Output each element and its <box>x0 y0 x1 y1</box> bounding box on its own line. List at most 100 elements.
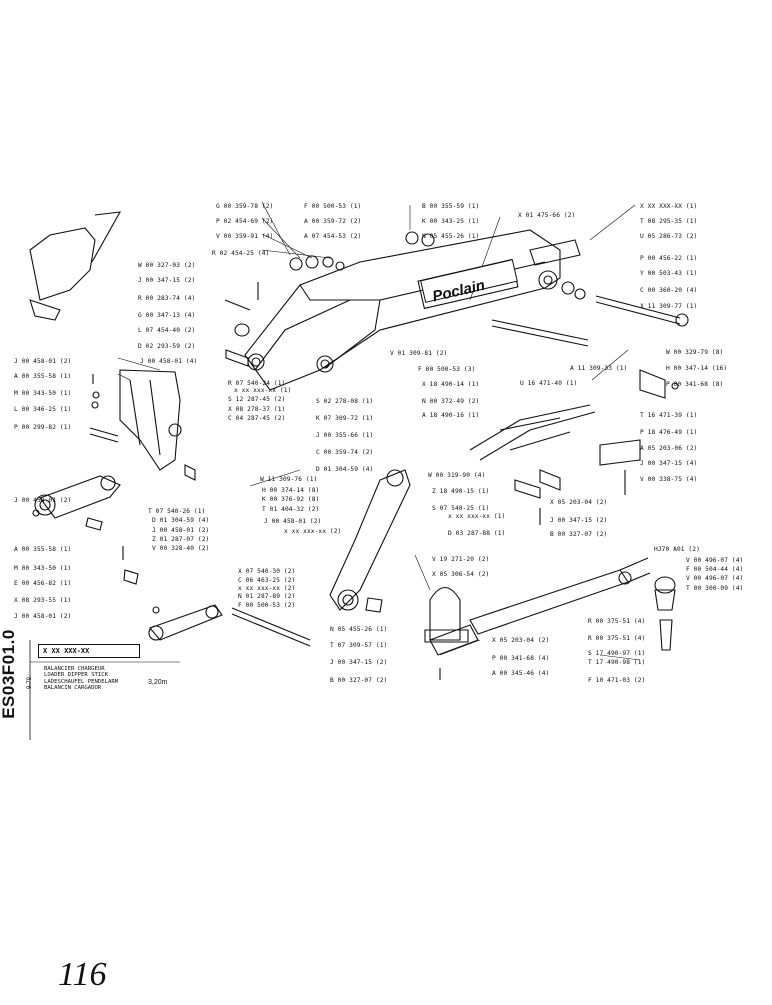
part-label: x xx xxx-xx (1) <box>234 387 292 394</box>
part-label: B 00 355-59 (1) <box>422 203 480 210</box>
part-label: F 10 471-03 (2) <box>588 677 646 684</box>
part-label: x xx xxx-xx (2) <box>238 585 296 592</box>
part-label: T 07 540-26 (1) <box>148 508 206 515</box>
link-arm-left <box>32 475 121 531</box>
dipper-stick-beam <box>244 229 561 391</box>
part-label: W 00 329-79 (8) <box>666 349 724 356</box>
link-lower-left <box>123 569 311 647</box>
part-label: K 00 376-92 (8) <box>262 496 320 503</box>
part-label: J 00 347-15 (2) <box>330 659 388 666</box>
part-label: J 00 347-15 (4) <box>640 460 698 467</box>
part-label: F 00 500-53 (2) <box>238 602 296 609</box>
part-label: X 05 203-04 (2) <box>492 637 550 644</box>
part-label: W 00 327-03 (2) <box>138 262 196 269</box>
part-label: B 00 327-07 (2) <box>330 677 388 684</box>
part-label: A 00 345-46 (4) <box>492 670 550 677</box>
part-label: V 01 309-81 (2) <box>390 350 448 357</box>
part-label: P 02 454-69 (2) <box>216 218 274 225</box>
part-label: V 00 496-07 (4) <box>686 557 744 564</box>
part-label: W 00 319-90 (4) <box>428 472 486 479</box>
reference-code: HJ70 A01 (2) <box>654 546 700 553</box>
part-label: E 00 456-82 (1) <box>14 580 72 587</box>
part-label: X 11 309-77 (1) <box>640 303 698 310</box>
part-label: J 00 458-01 (2) <box>14 613 72 620</box>
part-label: T 01 404-32 (2) <box>262 506 320 513</box>
part-label: D 02 293-59 (2) <box>138 343 196 350</box>
size-label: 3,20m <box>148 679 168 686</box>
part-label: P 18 476-49 (1) <box>640 429 698 436</box>
part-label: S 17 490-97 (1) <box>588 650 646 657</box>
part-label: K 00 343-25 (1) <box>422 218 480 225</box>
part-label: J 00 347-15 (2) <box>550 517 608 524</box>
part-label: X XX XXX-XX (1) <box>640 203 698 210</box>
part-label: Z 18 490-15 (1) <box>432 488 490 495</box>
part-label: A 00 355-58 (1) <box>14 546 72 553</box>
part-label: J 00 458-01 (4) <box>140 358 198 365</box>
part-label: F 00 504-44 (4) <box>686 566 744 573</box>
part-label: V 00 359-91 (4) <box>216 233 274 240</box>
part-label: F 00 500-53 (3) <box>418 366 476 373</box>
title-de: LADESCHAUFEL PENDELARM <box>44 678 119 685</box>
part-label: P 00 341-68 (4) <box>492 655 550 662</box>
hose-lines <box>469 404 641 499</box>
part-label: C 06 463-25 (2) <box>238 577 296 584</box>
part-label: H 00 347-14 (16) <box>666 365 728 372</box>
part-label: x xx xxx-xx (2) <box>284 528 342 535</box>
part-label: N 01 287-89 (2) <box>238 593 296 600</box>
part-label: H 00 374-14 (8) <box>262 487 320 494</box>
part-label: Z 01 287-07 (2) <box>152 536 210 543</box>
u-clamp <box>424 586 469 643</box>
part-label: J 00 347-15 (2) <box>138 277 196 284</box>
part-label: A 00 359-72 (2) <box>304 218 362 225</box>
part-label: K 07 309-72 (1) <box>316 415 374 422</box>
page-number: 116 <box>58 956 107 993</box>
part-label: V 00 338-75 (4) <box>640 476 698 483</box>
part-label: U 05 286-73 (2) <box>640 233 698 240</box>
part-label: T 07 309-57 (1) <box>330 642 388 649</box>
part-label: G 00 347-13 (4) <box>138 312 196 319</box>
part-label: R 00 283-74 (4) <box>138 295 196 302</box>
part-label: J 00 458-01 (2) <box>264 518 322 525</box>
part-reference-box: X XX XXX-XX <box>38 644 140 658</box>
part-label: J 00 458-01 (2) <box>14 358 72 365</box>
valve-right <box>654 576 676 651</box>
pin-group-right <box>491 239 689 399</box>
part-label: T 16 471-39 (1) <box>640 412 698 419</box>
part-label: J 00 458-01 (2) <box>152 527 210 534</box>
part-label: L 00 346-25 (1) <box>14 406 72 413</box>
part-label: D 03 287-88 (1) <box>448 530 506 537</box>
part-label: C 04 287-45 (2) <box>228 415 286 422</box>
part-label: W 11 309-76 (1) <box>260 476 318 483</box>
part-label: V 19 271-20 (2) <box>432 556 490 563</box>
part-label: F 00 500-53 (1) <box>304 203 362 210</box>
part-label: R 07 540-24 (1) <box>228 380 286 387</box>
part-label: R 00 375-51 (4) <box>588 635 646 642</box>
part-label: V 00 496-07 (4) <box>686 575 744 582</box>
part-label: X 08 278-37 (1) <box>228 406 286 413</box>
part-label: J 00 458-01 (2) <box>14 497 72 504</box>
part-label: R 02 454-25 (4) <box>212 250 270 257</box>
part-label: A 07 454-53 (2) <box>304 233 362 240</box>
part-label: P 00 299-82 (1) <box>14 424 72 431</box>
part-label: A 00 355-58 (1) <box>14 373 72 380</box>
leader-lines <box>117 201 641 661</box>
part-label: P 00 456-22 (1) <box>640 255 698 262</box>
part-label: J 00 355-66 (1) <box>316 432 374 439</box>
part-label: N 05 455-26 (1) <box>330 626 388 633</box>
part-label: X 05 306-54 (2) <box>432 571 490 578</box>
document-code: ES03F01.0 <box>0 629 18 719</box>
title-lines: BALANCIER CHARGEUR LOADER DIPPER STICK L… <box>44 666 118 692</box>
part-label: T 08 295-35 (1) <box>640 218 698 225</box>
part-label: T 17 490-98 (1) <box>588 659 646 666</box>
part-label: x xx xxx-xx (1) <box>448 513 506 520</box>
part-label: S 02 278-08 (1) <box>316 398 374 405</box>
part-label: A 18 490-16 (1) <box>422 412 480 419</box>
fasteners <box>91 374 541 680</box>
part-label: X 05 203-04 (2) <box>550 499 608 506</box>
bucket-bracket <box>89 369 196 481</box>
part-label: U 16 471-40 (1) <box>520 380 578 387</box>
part-label: D 01 304-59 (4) <box>316 466 374 473</box>
part-label: P 00 341-68 (8) <box>666 381 724 388</box>
